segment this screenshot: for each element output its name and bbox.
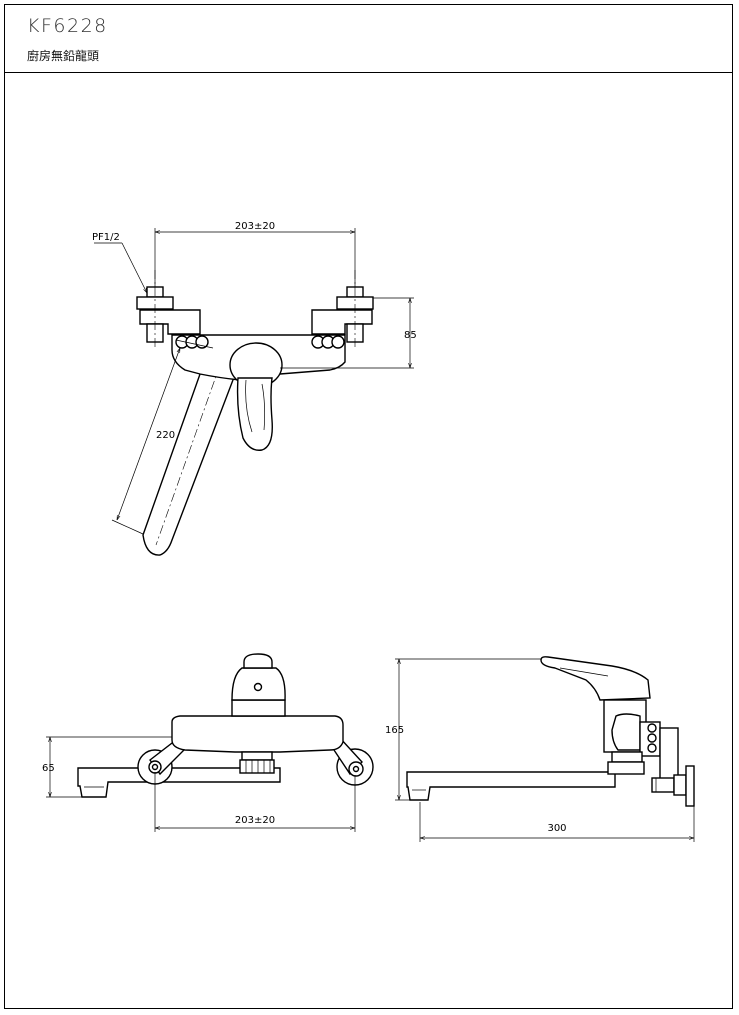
top-inlet-spacing-dimension: 203±20 [154,221,356,287]
front-height-label: 65 [42,763,55,774]
title-block: KF6228 廚房無鉛龍頭 [5,5,732,73]
top-inlet-spacing-label: 203±20 [235,221,275,232]
front-inlet-spacing-label: 203±20 [235,815,275,826]
side-view-body [603,699,679,785]
side-height-label: 165 [385,725,404,736]
spout-length-label: 220 [156,430,175,441]
reach-dimension: 300 [419,802,695,842]
top-view-lever-handle [229,342,283,451]
top-view-body [136,270,374,451]
front-view: 65 203±20 [42,653,374,832]
top-view-spout [142,359,237,556]
pipe-thread-callout: PF1/2 [92,232,147,293]
reach-label: 300 [547,823,566,834]
top-height-dimension: 85 [280,297,417,369]
side-view-lever-handle [540,656,651,701]
model-number: KF6228 [27,15,108,37]
side-height-dimension: 165 [385,658,541,801]
side-view-spout [406,771,616,801]
pipe-thread-label: PF1/2 [92,232,120,243]
side-view-wall-flange [651,765,695,807]
right-eccentric-union [311,270,374,350]
side-view: 165 300 [385,656,695,842]
front-view-spout [77,767,281,798]
product-name: 廚房無鉛龍頭 [27,49,100,63]
top-view: 203±20 PF1/2 85 220 [92,221,417,556]
drawing-sheet: KF6228 廚房無鉛龍頭 [4,4,733,1009]
top-height-label: 85 [404,330,417,341]
front-height-dimension: 65 [42,736,172,798]
spout-length-dimension: 220 [111,339,214,535]
front-view-body [171,653,344,774]
front-inlet-spacing-dimension: 203±20 [154,772,356,832]
